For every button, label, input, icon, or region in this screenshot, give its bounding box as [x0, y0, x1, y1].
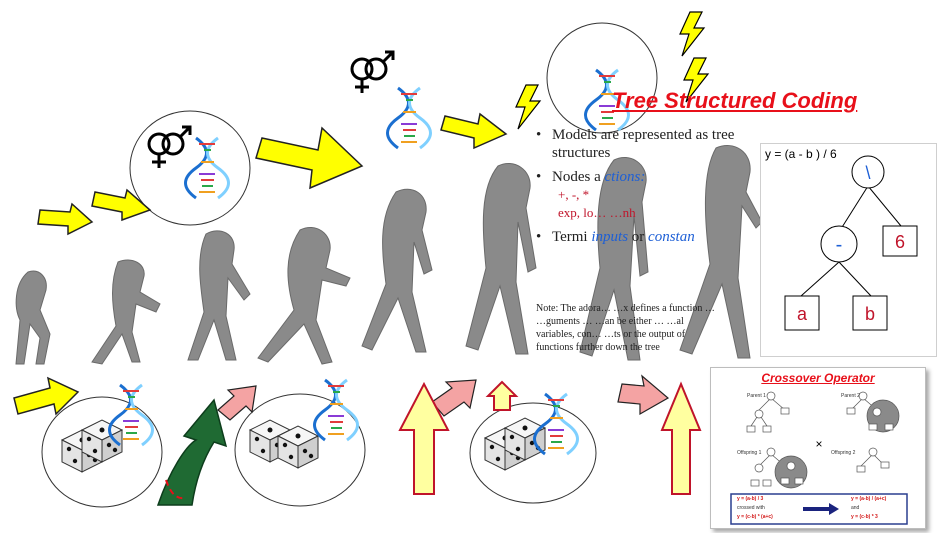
tree-leaf-b-label: b: [865, 304, 875, 324]
parent2-label: Parent 2: [841, 393, 860, 399]
crossover-panel: Crossover Operator × Parent 1 Parent 2 O…: [710, 367, 926, 529]
pink-arrow: [431, 379, 477, 417]
tree-leaf-six: [882, 225, 918, 257]
tree-leaf-a: [784, 295, 820, 331]
bullet-highlight: constan: [648, 229, 695, 245]
green-arrow: [156, 398, 228, 506]
gender-symbol-icon: [147, 125, 192, 170]
crossover-title: Crossover Operator: [761, 371, 875, 385]
tree-leaf-six-label: 6: [895, 232, 905, 252]
dice-ellipse-2: [234, 393, 366, 507]
pink-arrow: [617, 374, 670, 416]
bullet-list: Models are represented as tree structure…: [536, 126, 736, 252]
bullet-text: Models are represented as tree structure…: [552, 127, 735, 161]
tree-node-root-label: \: [865, 163, 870, 183]
note-text: Note: The adora… …x defines a function ……: [536, 303, 715, 353]
yellow-arrow: [91, 188, 152, 222]
up-arrow: [485, 380, 519, 411]
mutation-ellipse: [546, 22, 658, 134]
bullet-text: Nodes a: [552, 169, 601, 185]
bullet-item: Models are represented as tree structure…: [536, 126, 736, 162]
tree-leaf-b: [852, 295, 888, 331]
tree-equation: y = (a - b ) / 6: [765, 147, 837, 161]
tree-node-minus: [820, 225, 858, 263]
crossover-eq3: y = (c-b) * (a+c): [737, 514, 773, 520]
crossover-eq1: y = (a-b) / 3: [737, 496, 764, 502]
tree-panel: y = (a - b ) / 6 \ - 6 a b: [760, 143, 937, 357]
dna-icon: [313, 378, 359, 442]
yellow-arrow: [13, 376, 80, 416]
bullet-text: Termi: [552, 229, 588, 245]
bullet-highlight: ctions:: [604, 169, 646, 185]
bullet-item: Termi inputs or constan: [536, 228, 736, 246]
tree-diagram: \ - 6 a b: [784, 155, 918, 331]
yellow-arrow: [440, 112, 508, 150]
offspring2-label: Offspring 2: [831, 450, 856, 456]
dice-ellipse-3: [469, 402, 597, 504]
tree-leaf-a-label: a: [797, 304, 808, 324]
svg-text:×: ×: [815, 437, 822, 451]
pairing-ellipse-1: [129, 110, 251, 226]
up-arrow: [398, 381, 450, 495]
crossover-trees: ×: [730, 391, 908, 525]
yellow-arrow: [255, 126, 364, 190]
crossover-and-label: and: [851, 505, 860, 511]
lightning-icon: [679, 11, 705, 57]
bullet-item: Nodes a ctions: +, -, * exp, lo… …nh: [536, 168, 736, 222]
bullet-sub: +, -, *: [558, 187, 590, 202]
parent1-label: Parent 1: [747, 393, 766, 399]
crossover-arrow: [803, 503, 839, 515]
bullet-text: or: [631, 229, 645, 245]
tree-node-root: [851, 155, 885, 189]
crossover-crossed-label: crossed with: [737, 505, 765, 511]
crossover-eq2: y = (a-b) / (a+c): [851, 496, 887, 502]
pink-arrow: [217, 385, 257, 421]
gender-symbol-icon: [350, 50, 395, 95]
yellow-arrow: [37, 202, 94, 236]
tree-node-minus-label: -: [836, 234, 843, 256]
slide-title: Tree Structured Coding: [612, 88, 858, 113]
dna-icon: [184, 136, 230, 200]
bullet-highlight: inputs: [591, 229, 629, 245]
dice-ellipse-1: [41, 396, 163, 508]
crossover-eq4: y = (c-b) * 3: [851, 514, 878, 520]
bullet-sub: exp, lo… …nh: [558, 205, 636, 220]
lightning-icon: [515, 84, 541, 130]
dna-icon: [386, 86, 432, 150]
offspring1-label: Offspring 1: [737, 450, 762, 456]
crossover-result-box: [730, 493, 908, 525]
up-arrow: [660, 381, 702, 495]
